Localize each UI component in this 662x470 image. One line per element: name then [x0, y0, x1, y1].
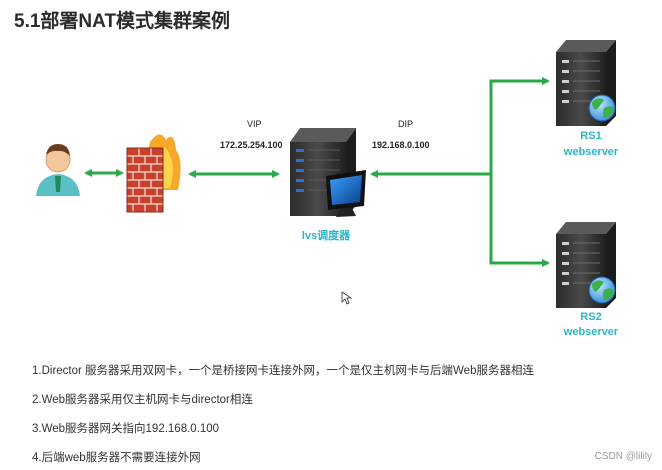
rs1-name: RS1	[580, 130, 602, 142]
note-4: 4.后端web服务器不需要连接外网	[32, 452, 201, 464]
rs2-role: webserver	[563, 326, 619, 338]
note-3: 3.Web服务器网关指向192.168.0.100	[32, 423, 220, 435]
page-title: 5.1部署NAT模式集群案例	[14, 11, 231, 32]
monitor-icon	[326, 170, 366, 217]
vip-address: 172.25.254.100	[220, 140, 283, 150]
rs2-name: RS2	[580, 311, 602, 323]
lvs-label: lvs调度器	[301, 230, 351, 242]
dip-address: 192.168.0.100	[372, 140, 430, 150]
link-switch-rs1	[489, 77, 550, 174]
link-switch-rs2	[489, 174, 550, 267]
rs1-role: webserver	[563, 146, 619, 158]
cursor-icon	[341, 291, 353, 305]
vip-label: VIP	[247, 119, 262, 129]
network-links	[84, 77, 550, 267]
firewall-icon	[126, 134, 181, 213]
note-2: 2.Web服务器采用仅主机网卡与director相连	[32, 394, 253, 406]
user-icon	[36, 144, 80, 196]
globe-icon	[588, 276, 616, 304]
globe-icon	[588, 94, 616, 122]
note-1: 1.Director 服务器采用双网卡，一个是桥接网卡连接外网，一个是仅主机网卡…	[32, 365, 534, 377]
watermark: CSDN @lilily	[594, 451, 652, 462]
dip-label: DIP	[398, 119, 414, 129]
